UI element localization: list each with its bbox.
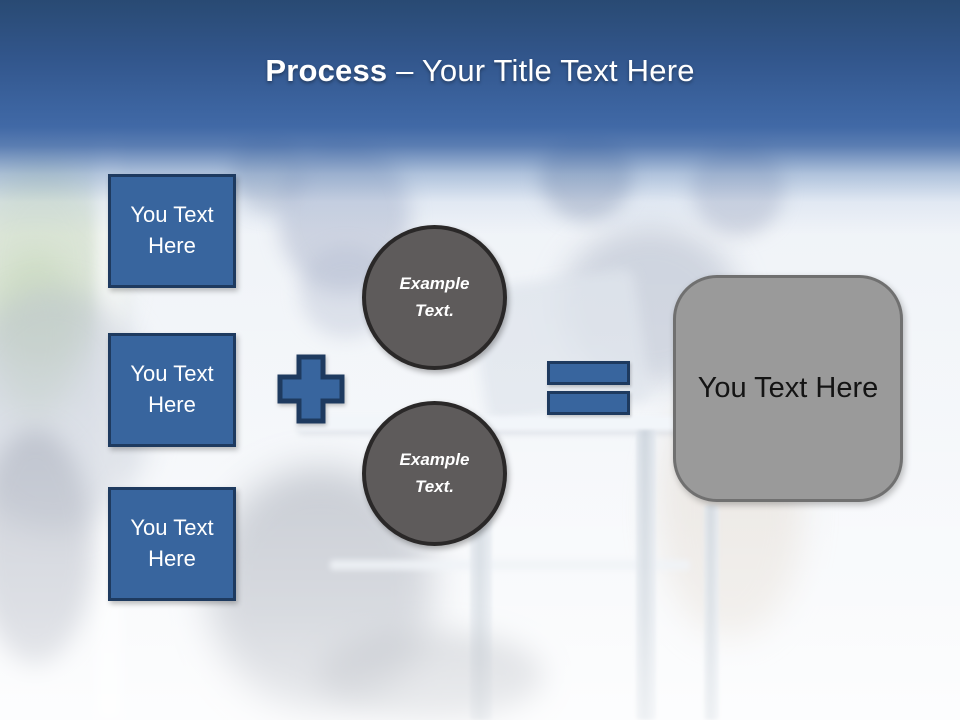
result-box-label: You Text Here <box>697 372 879 404</box>
plus-icon <box>277 354 345 424</box>
input-box-3[interactable]: You Text Here <box>108 487 236 601</box>
input-box-2-label: You Text Here <box>130 361 214 417</box>
example-circle-2[interactable]: Example Text. <box>362 401 507 546</box>
equals-bar-bottom <box>547 391 630 415</box>
result-box[interactable]: You Text Here <box>673 275 903 502</box>
input-box-2[interactable]: You Text Here <box>108 333 236 447</box>
title-rest: – Your Title Text Here <box>387 53 695 88</box>
title-keyword: Process <box>265 53 388 88</box>
input-box-1-label: You Text Here <box>130 202 214 258</box>
example-circle-2-label: Example Text. <box>399 450 470 496</box>
example-circle-1[interactable]: Example Text. <box>362 225 507 370</box>
input-box-3-label: You Text Here <box>130 515 214 571</box>
slide-title[interactable]: Process – Your Title Text Here <box>0 53 960 89</box>
input-box-1[interactable]: You Text Here <box>108 174 236 288</box>
example-circle-1-label: Example Text. <box>399 274 470 320</box>
equals-icon <box>547 361 630 421</box>
equals-bar-top <box>547 361 630 385</box>
